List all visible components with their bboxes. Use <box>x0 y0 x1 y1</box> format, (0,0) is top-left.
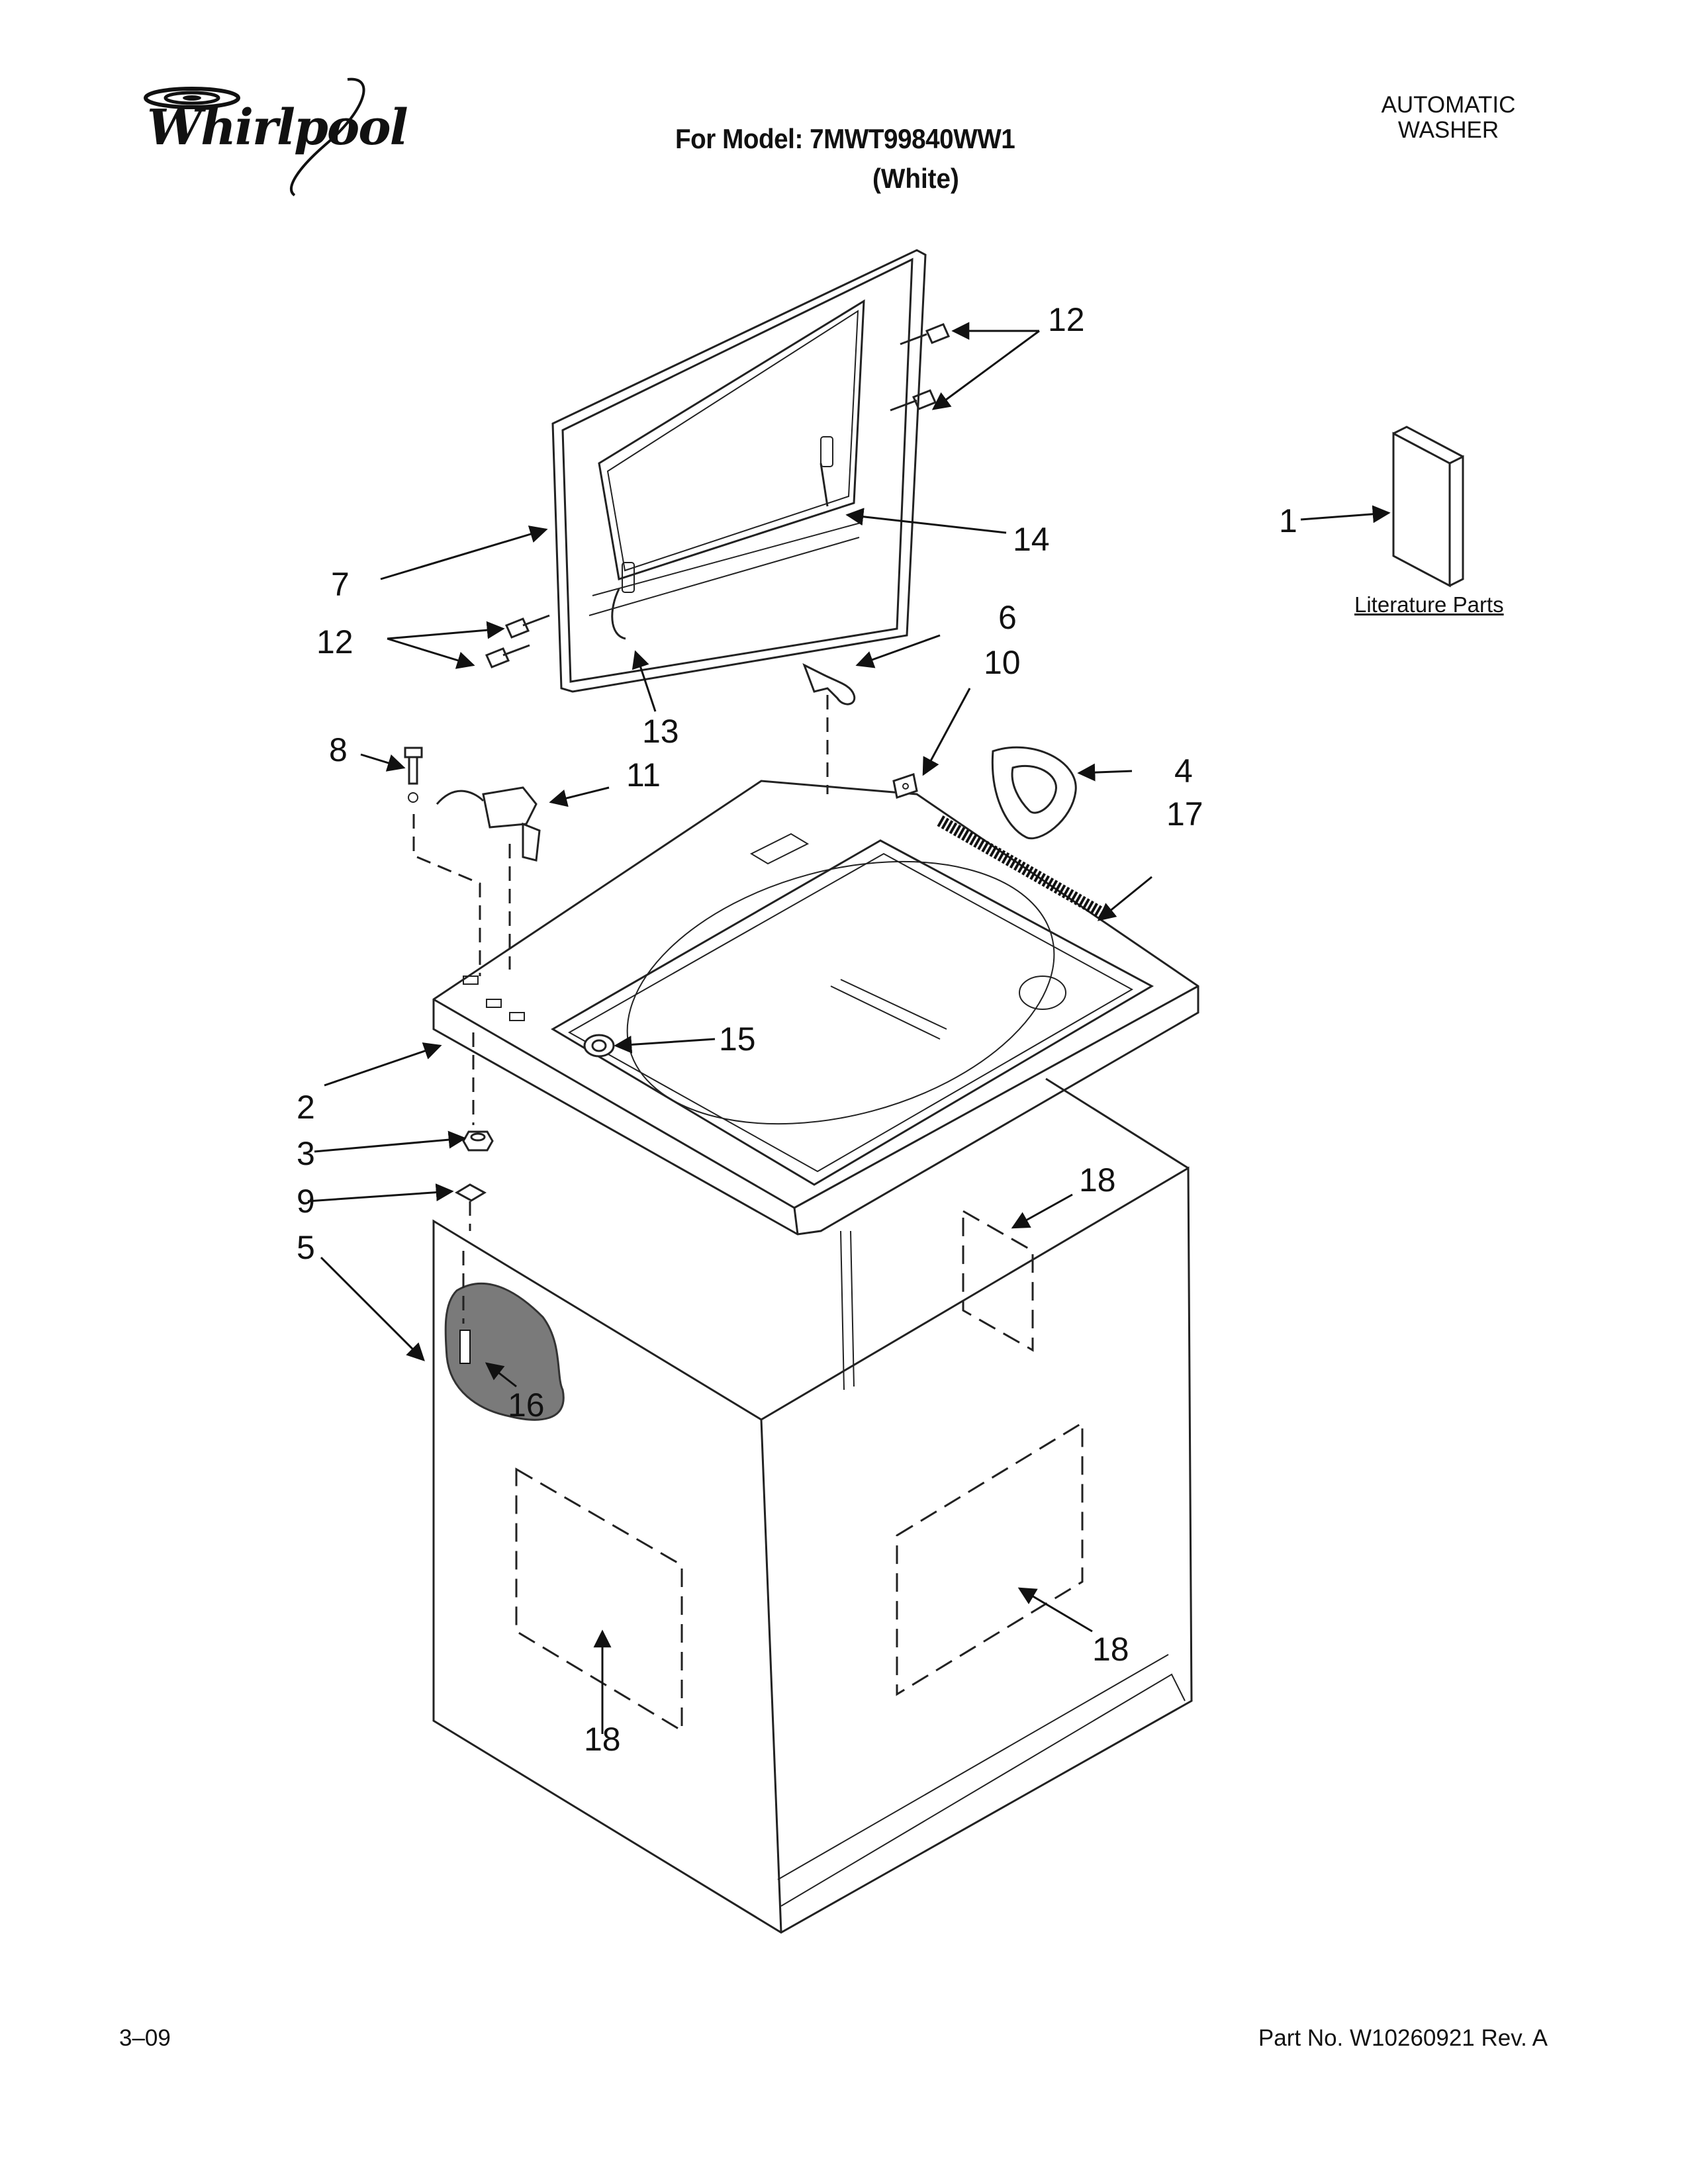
callout-14: 14 <box>1013 521 1050 558</box>
dispenser-part-4 <box>991 746 1077 840</box>
clip-part-9 <box>454 1183 487 1202</box>
callout-17: 17 <box>1166 796 1203 833</box>
callout-6: 6 <box>998 599 1017 636</box>
whirlpool-wordmark: Whirlpool <box>147 99 408 156</box>
bolt-part-15 <box>583 1034 615 1058</box>
callout-7: 7 <box>331 566 350 603</box>
callout-12-lower: 12 <box>316 623 353 660</box>
callout-11: 11 <box>626 756 661 794</box>
model-color: (White) <box>872 163 959 194</box>
callout-9: 9 <box>297 1183 315 1220</box>
cabinet-part-5 <box>432 1077 1193 1934</box>
whirlpool-logo <box>126 73 391 205</box>
product-type-line1: AUTOMATIC <box>1381 92 1516 118</box>
product-type-line2: WASHER <box>1397 117 1499 143</box>
hose-part-17 <box>937 815 1105 919</box>
clip-part-6 <box>802 662 856 705</box>
label-areas-part-18 <box>515 1209 1084 1733</box>
callout-13: 13 <box>642 713 679 750</box>
date-code: 3–09 <box>119 2025 171 2051</box>
callout-15: 15 <box>719 1021 756 1058</box>
whirlpool-swirl-icon <box>144 77 365 197</box>
lid-part-7 <box>551 249 927 693</box>
callout-18-front: 18 <box>584 1721 621 1758</box>
callout-18-rear: 18 <box>1079 1161 1116 1199</box>
callout-18-side: 18 <box>1092 1631 1129 1668</box>
callout-1: 1 <box>1279 502 1297 539</box>
model-title: For Model: 7MWT99840WW1 <box>675 123 1015 154</box>
callout-12-upper: 12 <box>1048 301 1085 338</box>
cutaway-part-16 <box>444 1282 565 1421</box>
product-type: AUTOMATIC WASHER <box>1342 93 1554 143</box>
nut-part-3 <box>462 1130 494 1152</box>
callout-10: 10 <box>984 644 1021 681</box>
clamp-part-10 <box>892 773 918 799</box>
callout-3: 3 <box>297 1135 315 1172</box>
literature-part-1 <box>1392 426 1464 588</box>
callout-8: 8 <box>329 731 348 768</box>
lid-switch-part-11 <box>436 786 541 862</box>
callout-5: 5 <box>297 1229 315 1266</box>
part-number: Part No. W10260921 Rev. A <box>1258 2025 1548 2051</box>
screw-part-8 <box>404 747 423 803</box>
callout-16: 16 <box>508 1387 545 1424</box>
callout-4: 4 <box>1174 752 1193 790</box>
callout-2: 2 <box>297 1089 315 1126</box>
hinge-bolts-part-12 <box>485 323 951 668</box>
literature-parts-label: Literature Parts <box>1354 592 1504 617</box>
